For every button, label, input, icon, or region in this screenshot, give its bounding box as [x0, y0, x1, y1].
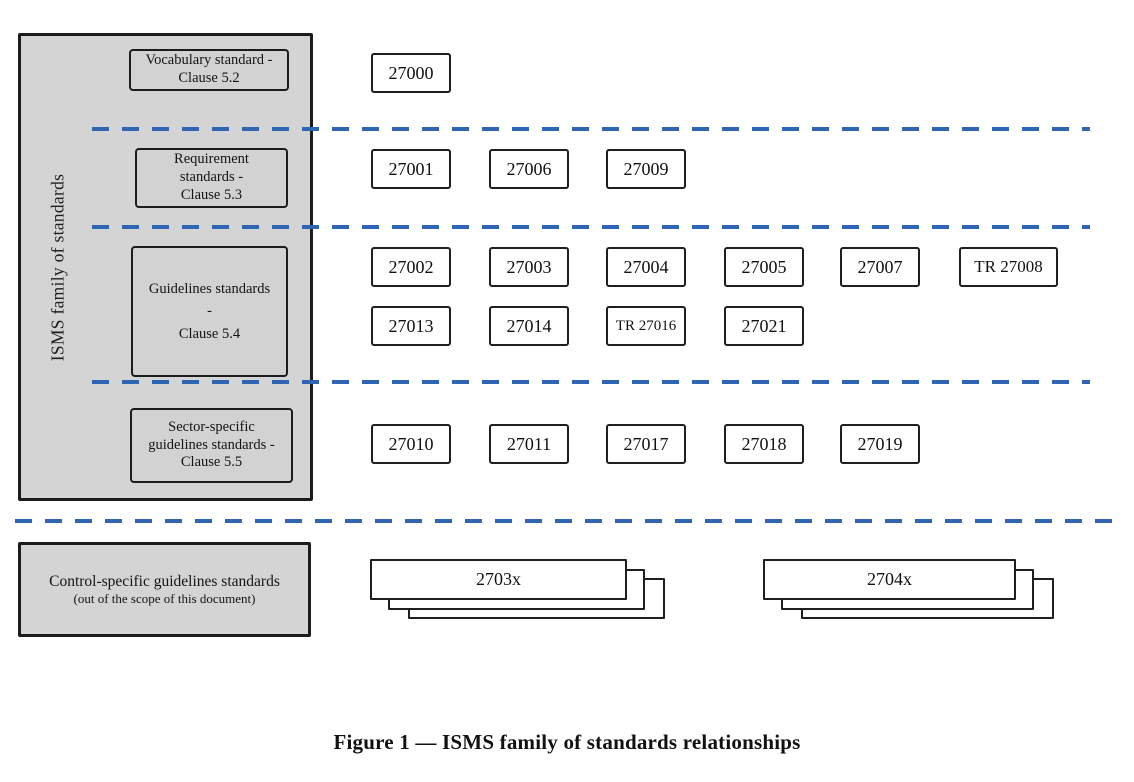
isms-family-side-label-column: ISMS family of standards	[18, 33, 98, 501]
standard-27013: 27013	[371, 306, 451, 346]
control-specific-title: Control-specific guidelines standards	[49, 573, 280, 591]
category-vocabulary-standard: Vocabulary standard - Clause 5.2	[129, 49, 289, 91]
standard-27019: 27019	[840, 424, 920, 464]
standard-27003: 27003	[489, 247, 569, 287]
standard-tr-27008: TR 27008	[959, 247, 1058, 287]
standard-27001: 27001	[371, 149, 451, 189]
dashed-separator-scope-boundary	[15, 519, 1120, 523]
standard-27009: 27009	[606, 149, 686, 189]
category-requirement-standards: Requirement standards - Clause 5.3	[135, 148, 288, 208]
control-specific-subtitle: (out of the scope of this document)	[73, 591, 256, 607]
standard-27010: 27010	[371, 424, 451, 464]
dashed-separator-3	[92, 380, 1090, 384]
stack-2703x-front-sheet: 2703x	[370, 559, 627, 600]
standard-tr-27016: TR 27016	[606, 306, 686, 346]
standard-27014: 27014	[489, 306, 569, 346]
standard-27017: 27017	[606, 424, 686, 464]
standard-27021: 27021	[724, 306, 804, 346]
standard-27006: 27006	[489, 149, 569, 189]
control-specific-guidelines-box: Control-specific guidelines standards (o…	[18, 542, 311, 637]
standard-27000: 27000	[371, 53, 451, 93]
standard-27007: 27007	[840, 247, 920, 287]
figure-caption: Figure 1 — ISMS family of standards rela…	[333, 730, 801, 754]
isms-family-side-label: ISMS family of standards	[47, 173, 68, 361]
standard-27018: 27018	[724, 424, 804, 464]
dashed-separator-2	[92, 225, 1090, 229]
dashed-separator-1	[92, 127, 1090, 131]
standard-27011: 27011	[489, 424, 569, 464]
category-sector-specific-guidelines: Sector-specific guidelines standards - C…	[130, 408, 293, 483]
standard-27002: 27002	[371, 247, 451, 287]
stack-2704x-front-sheet: 2704x	[763, 559, 1016, 600]
standard-27005: 27005	[724, 247, 804, 287]
standard-27004: 27004	[606, 247, 686, 287]
category-guidelines-standards: Guidelines standards - Clause 5.4	[131, 246, 288, 377]
